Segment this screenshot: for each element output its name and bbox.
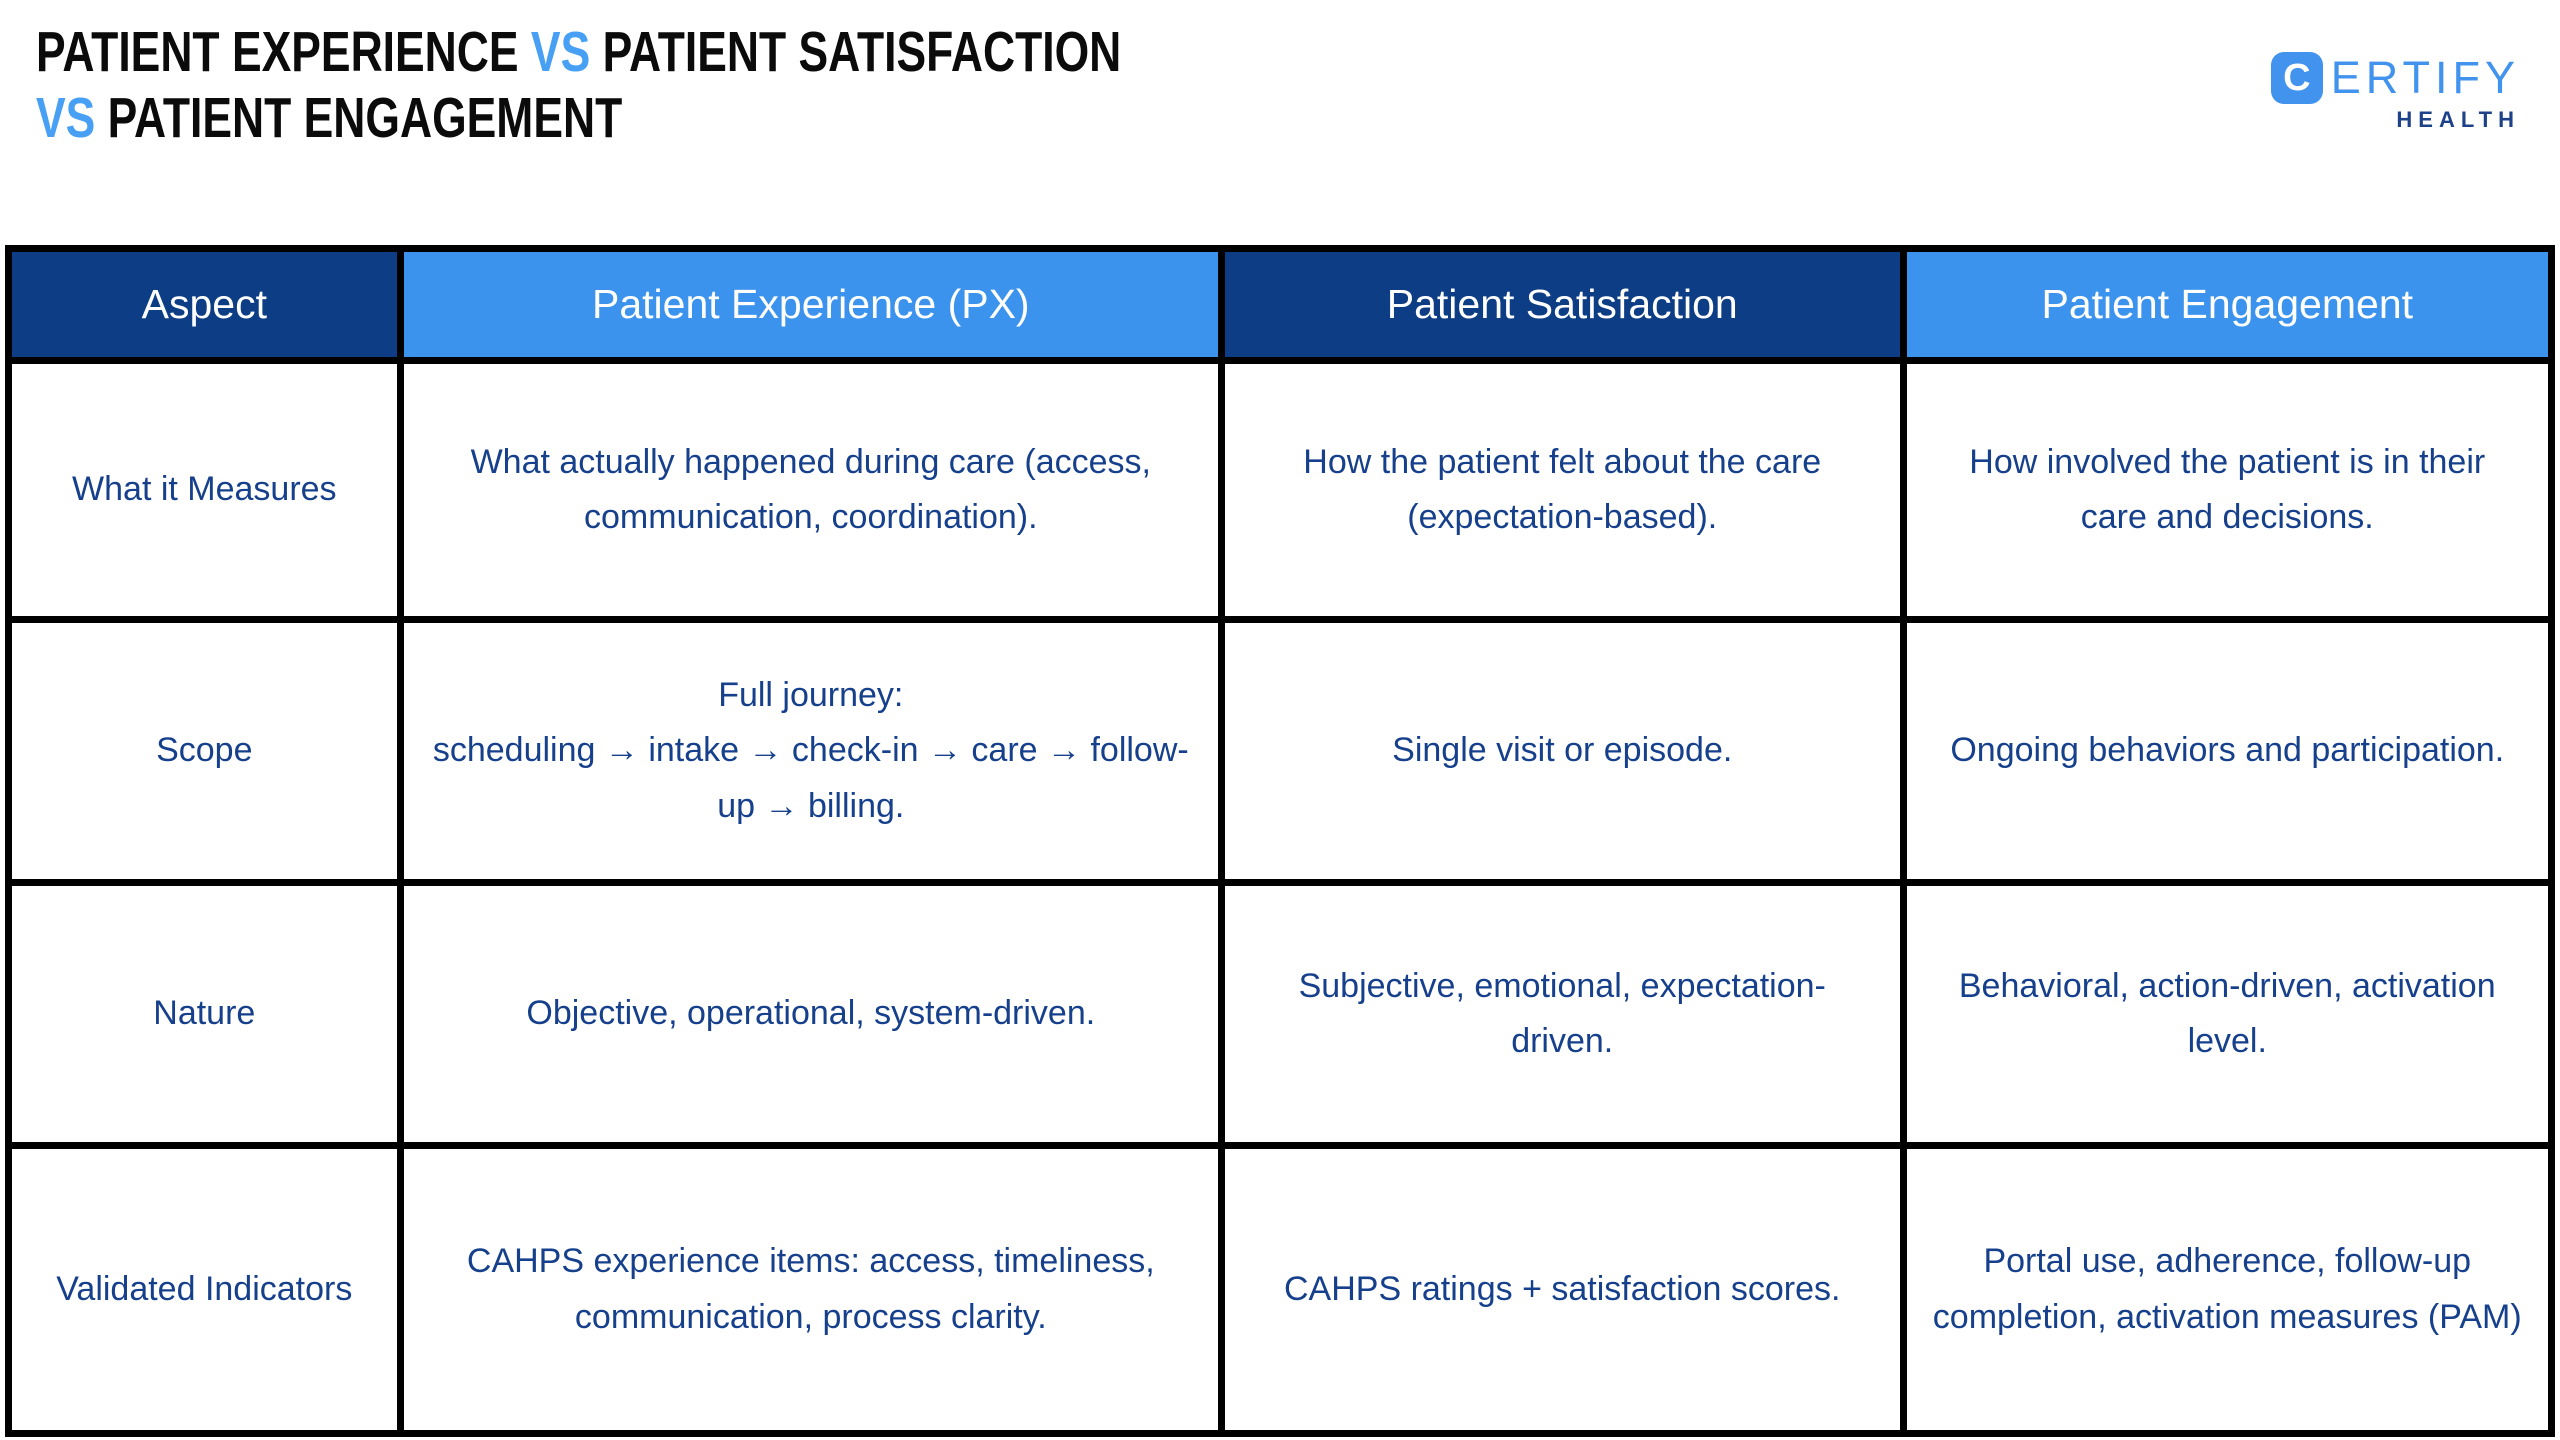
cell-indicators-px: CAHPS experience items: access, timeline… [396, 1142, 1225, 1437]
comparison-table: Aspect Patient Experience (PX) Patient S… [5, 245, 2555, 1437]
title-vs-accent: VS [530, 20, 591, 84]
aspect-label: What it Measures [5, 357, 404, 623]
cell-nature-engagement: Behavioral, action-driven, activation le… [1899, 879, 2555, 1149]
page-title-line2: VS PATIENT ENGAGEMENT [36, 86, 1440, 152]
logo-c-badge-icon: C [2270, 52, 2323, 104]
certify-health-logo: C ERTIFY HEALTH [2270, 52, 2520, 133]
table-header-row: Aspect Patient Experience (PX) Patient S… [5, 245, 2555, 364]
aspect-label: Nature [5, 879, 404, 1149]
header-patient-satisfaction: Patient Satisfaction [1217, 245, 1907, 364]
header-aspect: Aspect [5, 245, 404, 364]
page-title: PATIENT EXPERIENCE VS PATIENT SATISFACTI… [36, 20, 1836, 151]
logo-wordmark: ERTIFY [2330, 52, 2520, 103]
title-text: PATIENT EXPERIENCE [36, 20, 519, 84]
cell-scope-px: Full journey: scheduling → intake → chec… [396, 616, 1225, 886]
aspect-label: Scope [5, 616, 404, 886]
cell-measures-engagement: How involved the patient is in their car… [1899, 357, 2555, 623]
cell-scope-engagement: Ongoing behaviors and participation. [1899, 616, 2555, 886]
table-row-what-it-measures: What it Measures What actually happened … [5, 357, 2555, 623]
header-patient-experience: Patient Experience (PX) [396, 245, 1225, 364]
logo-row: C ERTIFY [2270, 52, 2520, 104]
cell-indicators-engagement: Portal use, adherence, follow-up complet… [1899, 1142, 2555, 1437]
table-row-scope: Scope Full journey: scheduling → intake … [5, 616, 2555, 886]
title-text: PATIENT SATISFACTION [602, 20, 1122, 84]
table-row-nature: Nature Objective, operational, system-dr… [5, 879, 2555, 1149]
cell-scope-satisfaction: Single visit or episode. [1217, 616, 1907, 886]
logo-subtext: HEALTH [2396, 107, 2520, 132]
cell-nature-satisfaction: Subjective, emotional, expectation-drive… [1217, 879, 1907, 1149]
cell-measures-satisfaction: How the patient felt about the care (exp… [1217, 357, 1907, 623]
page-title-line1: PATIENT EXPERIENCE VS PATIENT SATISFACTI… [36, 20, 1440, 86]
cell-indicators-satisfaction: CAHPS ratings + satisfaction scores. [1217, 1142, 1907, 1437]
header-patient-engagement: Patient Engagement [1899, 245, 2555, 364]
title-vs-accent: VS [36, 85, 96, 150]
cell-nature-px: Objective, operational, system-driven. [396, 879, 1225, 1149]
table-row-validated-indicators: Validated Indicators CAHPS experience it… [5, 1142, 2555, 1437]
title-text: PATIENT ENGAGEMENT [107, 85, 623, 150]
cell-measures-px: What actually happened during care (acce… [396, 357, 1225, 623]
aspect-label: Validated Indicators [5, 1142, 404, 1437]
